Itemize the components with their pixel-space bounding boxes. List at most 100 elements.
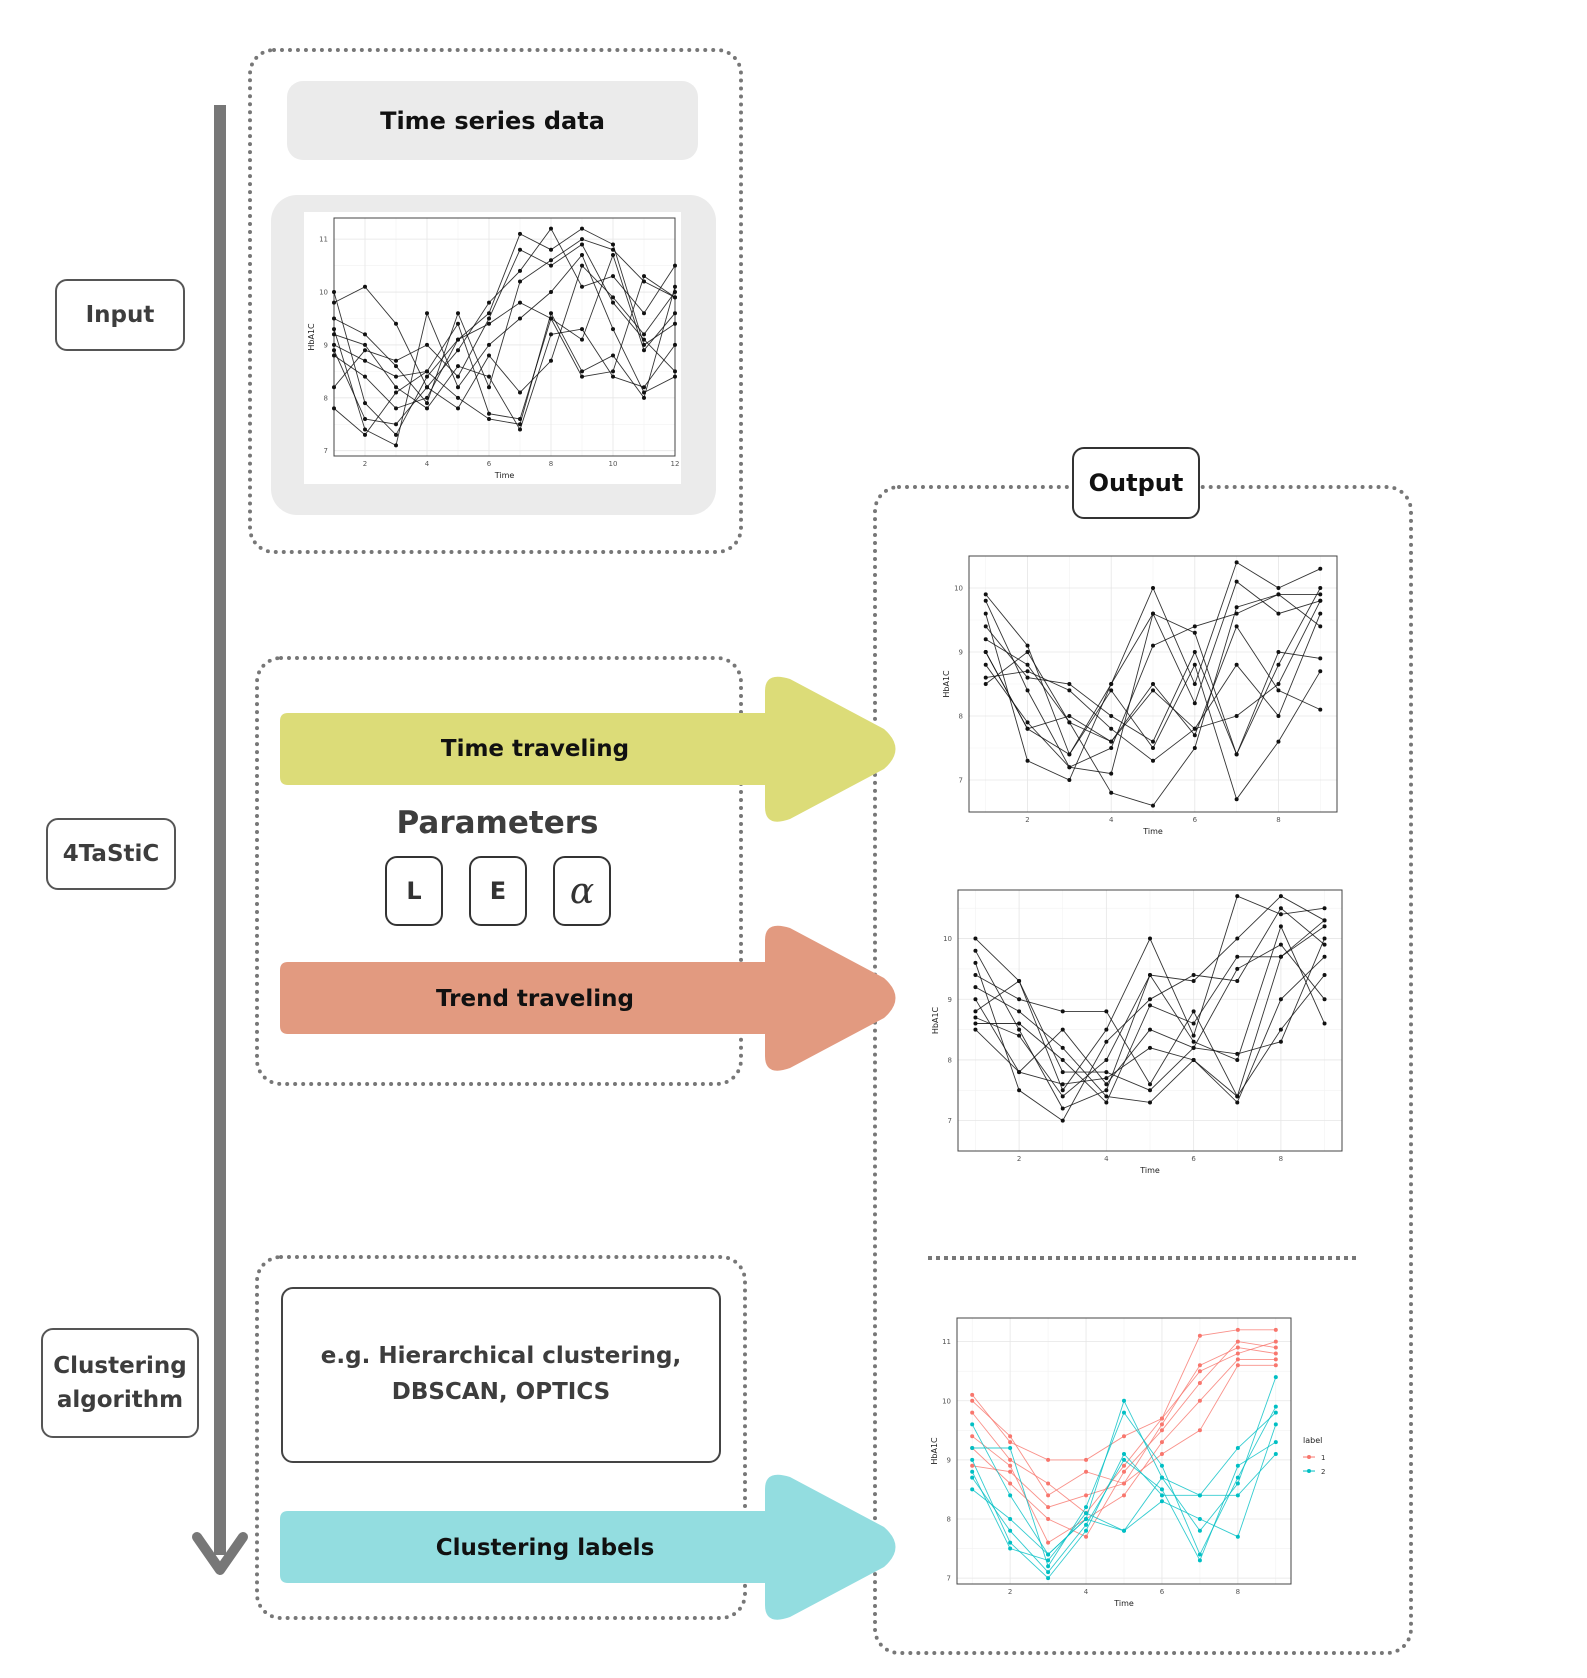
data-point	[518, 422, 522, 427]
data-point	[1104, 1082, 1109, 1087]
data-point	[580, 327, 584, 332]
data-point	[1318, 611, 1323, 616]
data-point	[970, 1469, 975, 1474]
data-point	[973, 1009, 978, 1014]
data-point	[1104, 1094, 1109, 1099]
data-point	[1017, 1070, 1022, 1075]
data-point	[1060, 1082, 1065, 1087]
stage-4tastic-label: 4TaStiC	[46, 818, 176, 890]
time-traveling-arrow	[280, 676, 896, 822]
data-point	[1197, 1528, 1202, 1533]
data-point	[642, 385, 646, 390]
data-point	[1159, 1493, 1164, 1498]
data-point	[332, 406, 336, 411]
data-point	[580, 374, 584, 379]
data-point	[1151, 682, 1155, 686]
data-point	[1060, 1027, 1065, 1032]
data-point	[1234, 605, 1239, 610]
data-point	[1235, 1339, 1240, 1344]
data-point	[983, 682, 988, 686]
y-tick-label: 7	[947, 1575, 951, 1583]
data-point	[1109, 790, 1114, 795]
data-point	[1273, 1351, 1278, 1356]
data-point	[1278, 894, 1283, 899]
data-point	[611, 242, 615, 247]
x-tick-label: 8	[1279, 1155, 1283, 1163]
x-tick-label: 8	[549, 460, 553, 468]
data-point	[518, 427, 522, 432]
clustering-labels-label: Clustering labels	[435, 1535, 655, 1561]
data-point	[332, 300, 336, 305]
data-point	[394, 432, 398, 437]
data-point	[1008, 1440, 1013, 1445]
data-point	[518, 279, 522, 284]
data-point	[1017, 979, 1022, 984]
plot-frame	[333, 217, 676, 457]
data-point	[1025, 688, 1030, 693]
y-tick-label: 9	[947, 1456, 951, 1464]
data-point	[1104, 1100, 1109, 1105]
data-point	[1122, 1469, 1126, 1474]
data-point	[1025, 726, 1030, 731]
data-point	[332, 342, 336, 347]
data-point	[1159, 1487, 1164, 1492]
method-panel	[255, 656, 743, 1086]
series-line	[333, 286, 676, 436]
data-point	[487, 311, 491, 316]
data-point	[1060, 1045, 1065, 1050]
legend-entry: 1	[1321, 1454, 1325, 1462]
data-point	[642, 348, 646, 353]
data-point	[611, 300, 615, 305]
data-point	[1322, 997, 1327, 1002]
data-point	[673, 295, 677, 300]
data-point	[1235, 1363, 1240, 1368]
data-point	[394, 374, 398, 379]
data-point	[1104, 1088, 1109, 1093]
series-line	[333, 227, 676, 389]
data-point	[1046, 1481, 1051, 1486]
data-point	[1234, 752, 1239, 757]
data-point	[1234, 624, 1239, 629]
y-tick-label: 8	[947, 1515, 951, 1523]
y-axis-label: HbA1C	[930, 1437, 939, 1465]
data-point	[973, 960, 978, 965]
data-point	[1046, 1493, 1051, 1498]
x-axis-label: Time	[494, 471, 515, 480]
x-tick-label: 8	[1276, 816, 1280, 824]
data-point	[549, 226, 553, 231]
data-point	[1235, 1100, 1240, 1105]
y-tick-label: 7	[948, 1117, 952, 1125]
data-point	[983, 624, 988, 629]
parameters-title: Parameters	[396, 805, 599, 841]
data-point	[580, 369, 584, 374]
data-point	[1148, 972, 1152, 977]
data-point	[1122, 1434, 1126, 1439]
data-point	[1084, 1528, 1089, 1533]
data-point	[549, 263, 553, 268]
data-point	[1025, 675, 1030, 680]
data-point	[1109, 739, 1114, 744]
data-point	[1276, 739, 1281, 744]
data-point	[1197, 1333, 1202, 1338]
data-point	[518, 300, 522, 305]
data-point	[1025, 650, 1030, 654]
data-point	[1046, 1552, 1051, 1557]
x-axis-label: Time	[1142, 827, 1163, 836]
x-tick-label: 2	[1008, 1588, 1012, 1596]
data-point	[518, 247, 522, 252]
x-tick-label: 4	[1104, 1155, 1109, 1163]
data-point	[983, 675, 988, 680]
data-point	[456, 385, 460, 390]
data-point	[425, 342, 429, 347]
data-point	[487, 342, 491, 347]
data-point	[363, 284, 367, 289]
x-tick-label: 10	[609, 460, 618, 468]
data-point	[611, 369, 615, 374]
data-point	[363, 348, 367, 353]
data-point	[1197, 1398, 1202, 1403]
data-point	[1276, 611, 1281, 616]
data-point	[973, 948, 978, 953]
data-point	[611, 274, 615, 279]
